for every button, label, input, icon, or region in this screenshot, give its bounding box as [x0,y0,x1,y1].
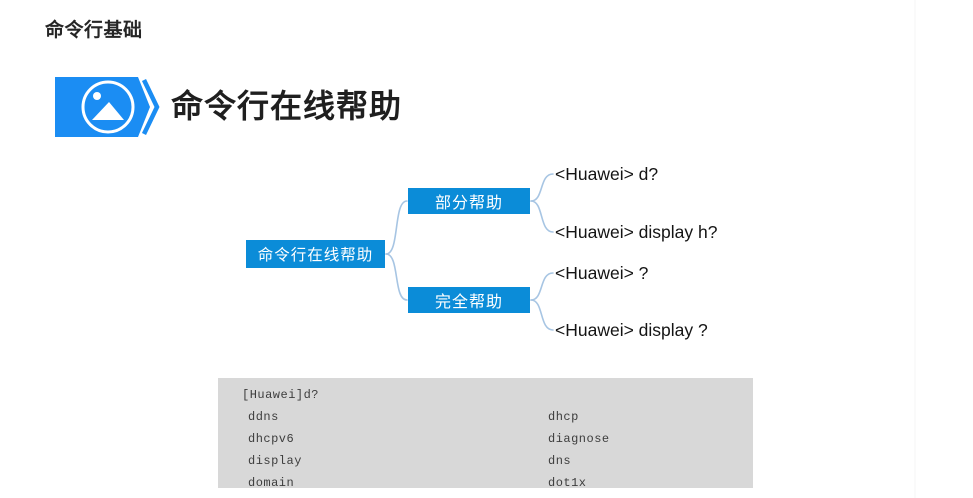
leaf-command-example: <Huawei> display h? [555,222,718,242]
section-banner [55,77,160,137]
diagram-node-partial-help: 部分帮助 [408,188,530,214]
terminal-cell: dhcpv6 [248,432,295,446]
terminal-command: [Huawei]d? [242,388,320,402]
brace-full-bottom [530,299,554,331]
chevron-right-icon [141,79,160,135]
banner-pentagon [55,77,150,137]
terminal-cell: dns [548,454,572,468]
leaf-command-example: <Huawei> ? [555,263,649,283]
leaf-command-example: <Huawei> d? [555,164,659,184]
page-edge-divider [914,0,916,498]
brace-partial-bottom [530,200,554,233]
diagram-node-root: 命令行在线帮助 [246,240,385,268]
terminal-row: ddns dhcp [218,406,753,428]
image-icon [81,80,135,134]
diagram-node-full-help: 完全帮助 [408,287,530,313]
page-header: 命令行基础 [45,20,143,41]
leaf-command-example: <Huawei> display ? [555,320,708,340]
brace-root-top [385,200,408,255]
terminal-row: domain dot1x [218,472,753,494]
section-title: 命令行在线帮助 [171,88,403,124]
terminal-cell: ddns [248,410,279,424]
terminal-row: display dns [218,450,753,472]
brace-partial-top [530,173,554,202]
terminal-cell: display [248,454,302,468]
terminal-output: [Huawei]d? ddns dhcp dhcpv6 diagnose dis… [218,378,753,490]
terminal-cell: dot1x [548,476,587,490]
brace-full-top [530,272,554,301]
terminal-cell: domain [248,476,295,490]
terminal-cell: diagnose [548,432,610,446]
brace-root-bottom [385,253,408,301]
terminal-row: dhcpv6 diagnose [218,428,753,450]
terminal-cell: dhcp [548,410,579,424]
